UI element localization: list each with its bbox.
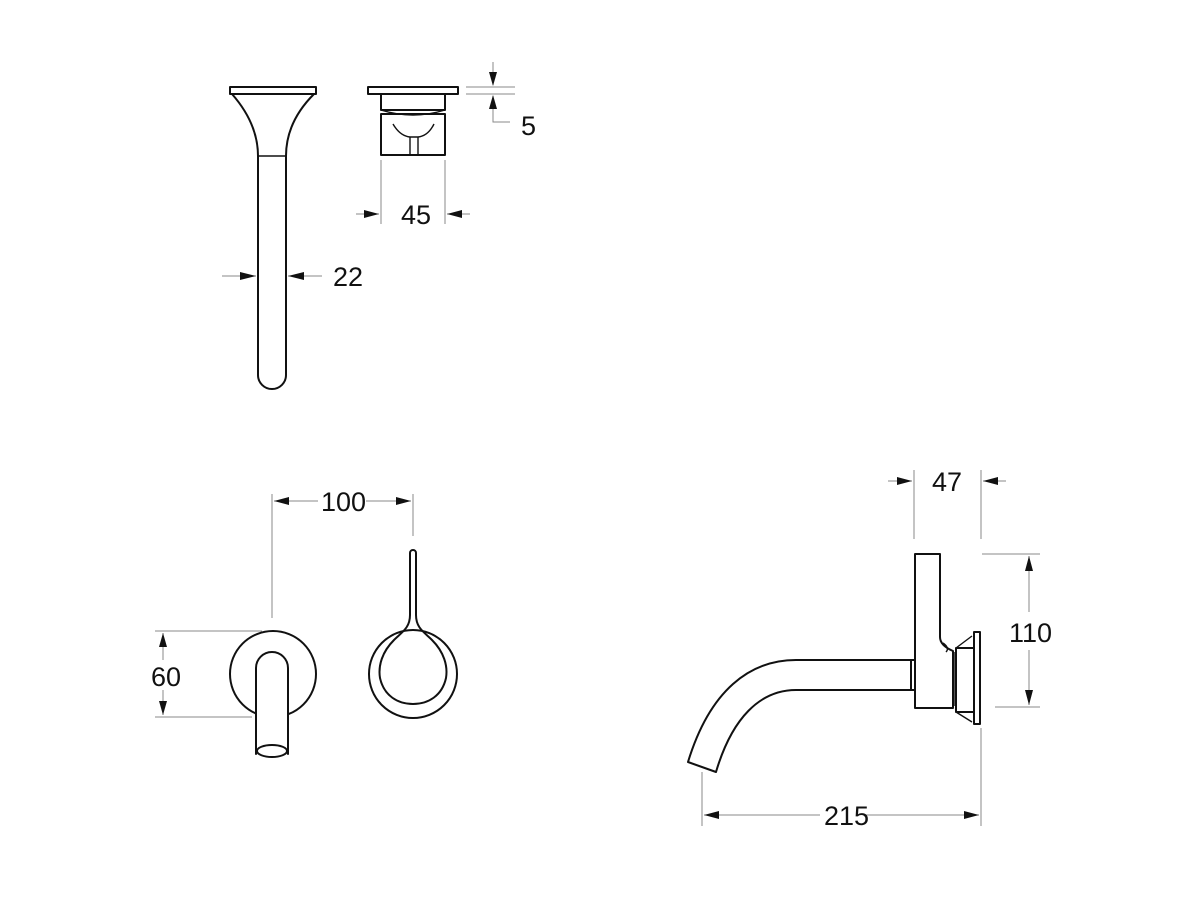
handle-lever-curve [392, 123, 435, 138]
arrow-icon [364, 210, 379, 218]
front-handle-view [368, 549, 458, 719]
arrow-icon [983, 477, 998, 485]
handle-lever-loop [378, 549, 448, 705]
dimension-centres: 100 [271, 487, 414, 618]
arrow-icon [396, 497, 411, 505]
dimension-label-5: 5 [521, 111, 536, 141]
arrow-icon [704, 811, 719, 819]
dimension-label-215: 215 [824, 801, 869, 831]
mixer-body [914, 553, 954, 709]
dimension-label-45: 45 [401, 200, 431, 230]
dimension-body-depth: 47 [888, 467, 1006, 539]
dimension-label-110: 110 [1009, 618, 1052, 648]
dimension-plate-diameter: 60 [151, 630, 262, 718]
handle-collar [380, 93, 446, 111]
spout-flare [231, 93, 315, 390]
spout-side [687, 659, 912, 773]
arrow-icon [447, 210, 462, 218]
dimension-handle-width: 45 [356, 160, 470, 230]
arrow-icon [1025, 556, 1033, 571]
dimension-label-47: 47 [932, 467, 962, 497]
arrow-icon [288, 272, 304, 280]
dimension-body-height: 110 [982, 553, 1052, 708]
arrow-icon [489, 95, 497, 109]
front-spout-view [229, 630, 317, 758]
spout-top-view [229, 86, 317, 390]
handle-wall-plate [368, 629, 458, 719]
arrow-icon [897, 477, 912, 485]
arrow-icon [1025, 690, 1033, 705]
handle-cover-plate [367, 86, 459, 95]
arrow-icon [159, 633, 167, 647]
arrow-icon [964, 811, 979, 819]
arrow-icon [274, 497, 289, 505]
arrow-icon [240, 272, 256, 280]
handle-side-view [367, 86, 459, 156]
wall-plate-side [973, 631, 981, 725]
spout-outlet [256, 744, 288, 758]
side-view [687, 553, 981, 773]
arrow-icon [159, 701, 167, 715]
dimension-label-60: 60 [151, 662, 181, 692]
dimension-plate-thickness: 5 [466, 62, 536, 141]
dimension-label-22: 22 [333, 262, 363, 292]
dimension-spout-projection: 215 [701, 728, 982, 831]
handle-body [380, 113, 446, 156]
arrow-icon [489, 72, 497, 86]
cartridge-collar [955, 647, 975, 713]
dimension-spout-diameter: 22 [222, 262, 363, 292]
spout-front [255, 651, 289, 755]
dimension-label-100: 100 [321, 487, 366, 517]
body-curve [942, 642, 949, 653]
spout-flange [229, 86, 317, 95]
